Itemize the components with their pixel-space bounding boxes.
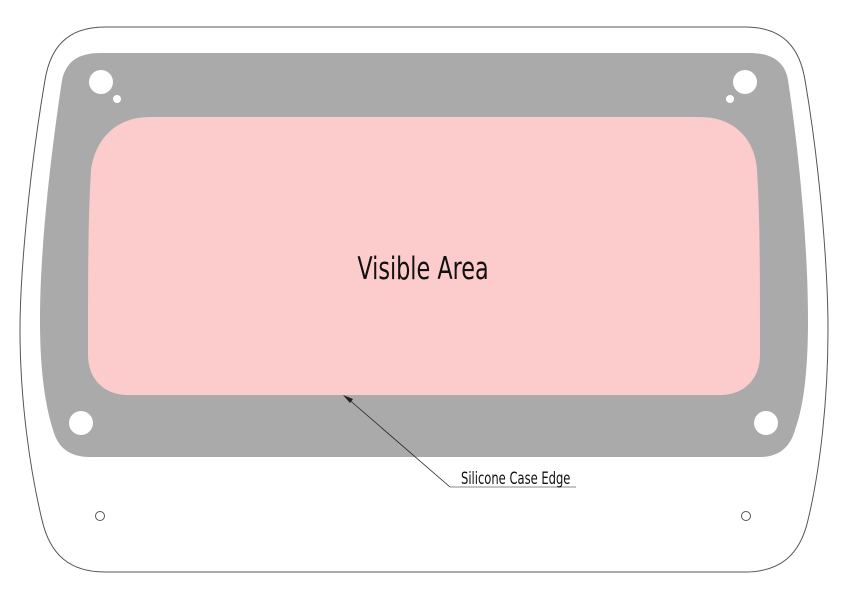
silicone-case-edge-label: Silicone Case Edge <box>461 470 570 489</box>
mounting-hole-top-left <box>89 70 113 94</box>
screw-hole-bottom-right <box>741 511 751 521</box>
small-hole-top-left <box>113 95 121 103</box>
callout-leader <box>343 395 576 488</box>
visible-area-region <box>88 117 760 395</box>
visible-area-label: Visible Area <box>357 251 488 287</box>
mounting-hole-bottom-left <box>69 411 93 435</box>
mounting-hole-top-right <box>733 70 757 94</box>
small-hole-top-right <box>726 95 734 103</box>
mounting-hole-bottom-right <box>754 411 778 435</box>
screw-hole-bottom-left <box>95 511 105 521</box>
